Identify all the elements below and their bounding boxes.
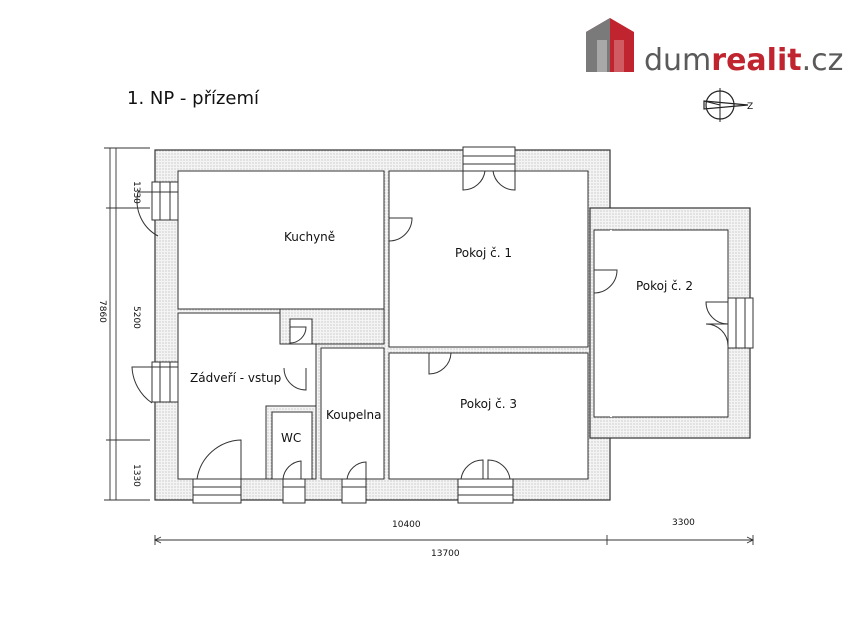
- room-label-bathroom: Koupelna: [326, 408, 382, 422]
- windows: [151, 146, 754, 504]
- room-label-hall: Zádveří - vstup: [190, 371, 281, 385]
- walls: [154, 149, 751, 501]
- dim-left-top: 1330: [131, 181, 141, 204]
- room-label-room2: Pokoj č. 2: [636, 279, 693, 293]
- logo-text-dum: dum: [644, 43, 711, 78]
- dim-bottom-wing: 3300: [672, 518, 695, 528]
- logo-text-cz: .cz: [802, 43, 844, 78]
- dim-bottom-total: 13700: [431, 549, 460, 559]
- north-label: Z: [747, 102, 753, 112]
- doors: [131, 170, 729, 480]
- room-labels: Kuchyně Pokoj č. 1 Pokoj č. 2 Pokoj č. 3…: [190, 230, 693, 445]
- logo-house-icon: [586, 18, 634, 72]
- logo: dumrealit.cz: [586, 18, 843, 78]
- room-label-room3: Pokoj č. 3: [460, 397, 517, 411]
- dim-left-middle: 5200: [131, 306, 141, 329]
- north-arrow-icon: Z: [703, 88, 753, 122]
- dim-left-total: 7860: [97, 300, 107, 323]
- dim-bottom-main: 10400: [392, 520, 421, 530]
- logo-text-realit: realit: [711, 43, 801, 78]
- bottom-dimensions: [153, 535, 755, 545]
- plan-title: 1. NP - přízemí: [127, 88, 260, 109]
- dim-left-bottom: 1330: [131, 464, 141, 487]
- room-label-room1: Pokoj č. 1: [455, 246, 512, 260]
- left-dimensions: [104, 147, 150, 501]
- svg-text:dumrealit.cz: dumrealit.cz: [644, 43, 843, 78]
- room-label-kitchen: Kuchyně: [284, 230, 335, 244]
- room-label-wc: WC: [281, 431, 301, 445]
